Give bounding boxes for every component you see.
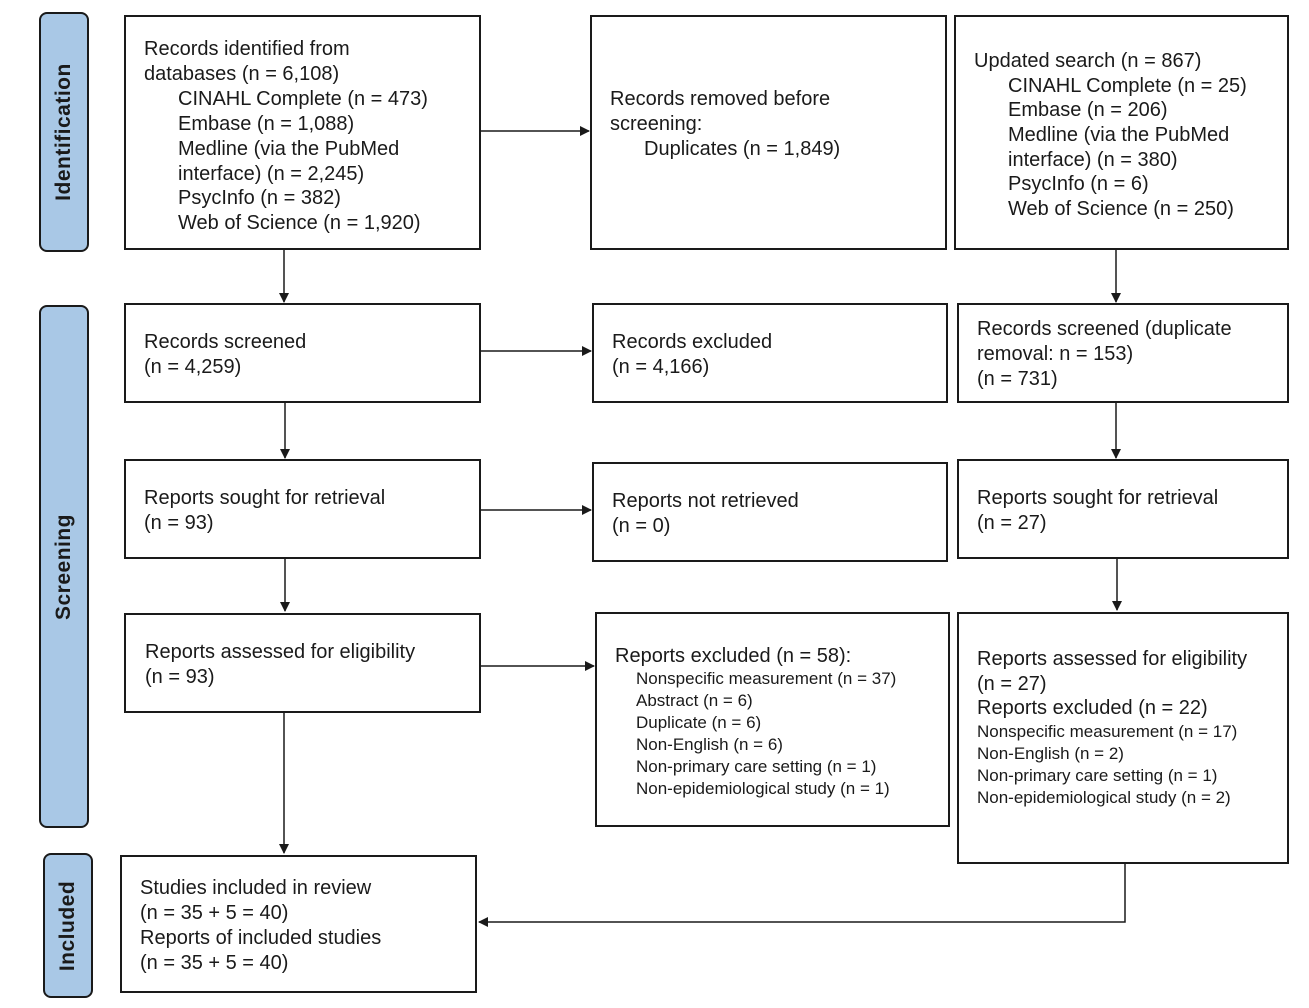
arrow-updated-to-included [478, 864, 1126, 927]
db-psycinfo: PsycInfo (n = 382) [178, 187, 341, 209]
phase-included: Included [43, 853, 93, 998]
updated-sought-line2: (n = 27) [977, 512, 1047, 534]
excluded-reason-1: Nonspecific measurement (n = 37) [636, 669, 897, 688]
db-embase: Embase (n = 1,088) [178, 113, 355, 135]
records-excluded-line2: (n = 4,166) [612, 356, 710, 378]
updated-assessed-line1: Reports assessed for eligibility [977, 648, 1248, 670]
box-studies-included: Studies included in review (n = 35 + 5 =… [120, 855, 477, 993]
updated-excluded-reason-2: Non-English (n = 2) [977, 744, 1124, 763]
box-updated-search: Updated search (n = 867) CINAHL Complete… [954, 15, 1289, 250]
included-line2: (n = 35 + 5 = 40) [140, 902, 289, 924]
records-screened-line1: Records screened [144, 331, 307, 353]
reports-sought-line2: (n = 93) [144, 512, 214, 534]
updated-search-total: Updated search (n = 867) [974, 50, 1202, 72]
included-line3: Reports of included studies [140, 927, 382, 949]
excluded-reason-5: Non-primary care setting (n = 1) [636, 757, 877, 776]
db-cinahl: CINAHL Complete (n = 473) [178, 88, 428, 110]
box-records-excluded: Records excluded (n = 4,166) [592, 303, 948, 403]
box-reports-assessed: Reports assessed for eligibility (n = 93… [124, 613, 481, 713]
db-medline-1: Medline (via the PubMed [178, 138, 400, 160]
box-updated-reports-sought: Reports sought for retrieval (n = 27) [957, 459, 1289, 559]
db-web-of-science: Web of Science (n = 1,920) [178, 212, 421, 234]
not-retrieved-line2: (n = 0) [612, 515, 671, 537]
assessed-line2: (n = 93) [145, 666, 215, 688]
excluded-reason-3: Duplicate (n = 6) [636, 713, 762, 732]
records-identified-line2: databases (n = 6,108) [144, 63, 340, 85]
updated-sought-line1: Reports sought for retrieval [977, 487, 1219, 509]
included-line4: (n = 35 + 5 = 40) [140, 952, 289, 974]
box-records-screened: Records screened (n = 4,259) [124, 303, 481, 403]
box-updated-records-screened: Records screened (duplicate removal: n =… [957, 303, 1289, 403]
excluded-reports-total: Reports excluded (n = 58): [615, 645, 852, 667]
box-updated-reports-assessed: Reports assessed for eligibility (n = 27… [957, 612, 1289, 864]
records-identified-line1: Records identified from [144, 38, 350, 60]
records-removed-line1: Records removed before [610, 88, 831, 110]
updated-excluded-reason-1: Nonspecific measurement (n = 17) [977, 722, 1238, 741]
box-reports-not-retrieved: Reports not retrieved (n = 0) [592, 462, 948, 562]
updated-excluded-total: Reports excluded (n = 22) [977, 697, 1208, 719]
excluded-reason-6: Non-epidemiological study (n = 1) [636, 779, 890, 798]
reports-sought-line1: Reports sought for retrieval [144, 487, 386, 509]
updated-screened-line1: Records screened (duplicate [977, 318, 1232, 340]
assessed-line1: Reports assessed for eligibility [145, 641, 416, 663]
updated-medline-1: Medline (via the PubMed [1008, 124, 1230, 146]
records-removed-line2: screening: [610, 113, 703, 135]
box-reports-excluded: Reports excluded (n = 58): Nonspecific m… [595, 612, 950, 827]
updated-medline-2: interface) (n = 380) [1008, 149, 1178, 171]
excluded-reason-4: Non-English (n = 6) [636, 735, 783, 754]
updated-excluded-reason-3: Non-primary care setting (n = 1) [977, 766, 1218, 785]
phase-identification: Identification [39, 12, 89, 252]
updated-cinahl: CINAHL Complete (n = 25) [1008, 75, 1247, 97]
excluded-reason-2: Abstract (n = 6) [636, 691, 753, 710]
box-records-removed: Records removed before screening: Duplic… [590, 15, 947, 250]
included-line1: Studies included in review [140, 877, 372, 899]
box-records-identified: Records identified from databases (n = 6… [124, 15, 481, 250]
updated-screened-line2: removal: n = 153) [977, 343, 1134, 365]
duplicates-removed: Duplicates (n = 1,849) [644, 138, 841, 160]
updated-embase: Embase (n = 206) [1008, 99, 1168, 121]
updated-assessed-line2: (n = 27) [977, 673, 1047, 695]
updated-web-of-science: Web of Science (n = 250) [1008, 198, 1234, 220]
phase-screening: Screening [39, 305, 89, 828]
updated-psycinfo: PsycInfo (n = 6) [1008, 173, 1149, 195]
updated-excluded-reason-4: Non-epidemiological study (n = 2) [977, 788, 1231, 807]
db-medline-2: interface) (n = 2,245) [178, 163, 365, 185]
updated-screened-line3: (n = 731) [977, 368, 1058, 390]
box-reports-sought: Reports sought for retrieval (n = 93) [124, 459, 481, 559]
not-retrieved-line1: Reports not retrieved [612, 490, 799, 512]
records-screened-line2: (n = 4,259) [144, 356, 242, 378]
records-excluded-line1: Records excluded [612, 331, 773, 353]
